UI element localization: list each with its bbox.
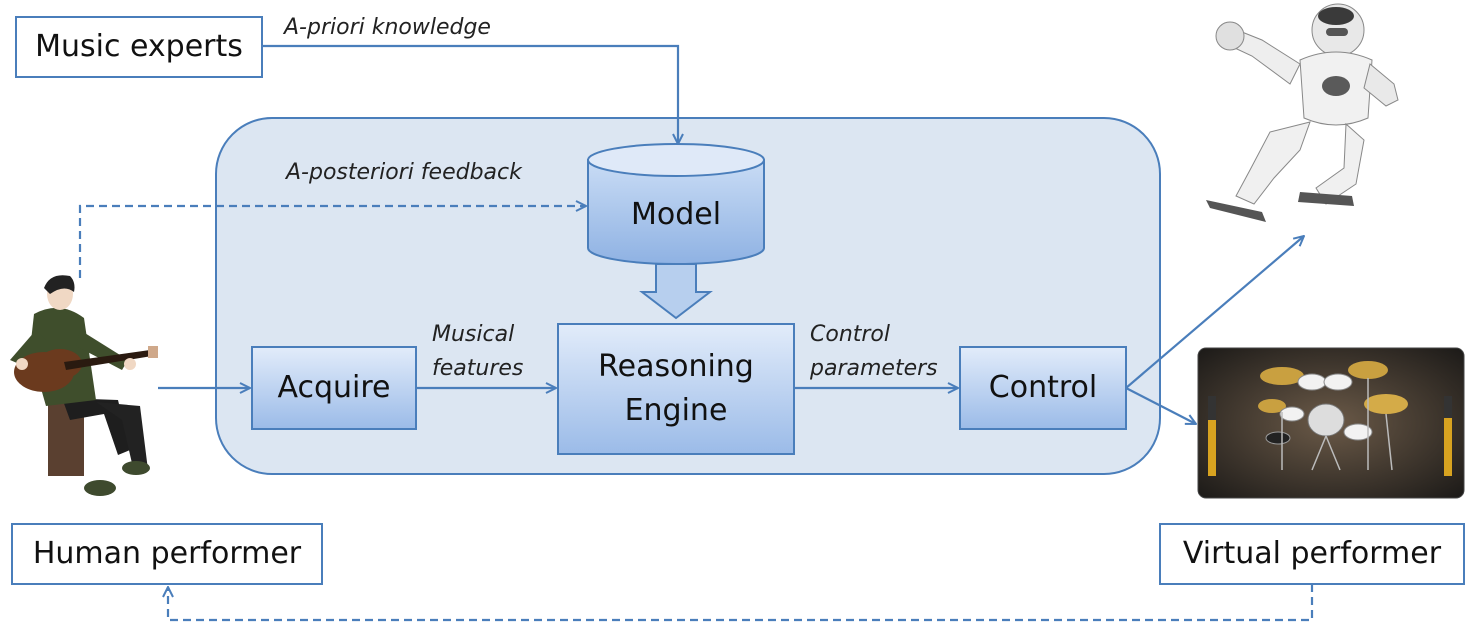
virtual-performer-label: Virtual performer <box>1182 536 1442 571</box>
virtual-to-human-feedback-arrow <box>168 584 1314 622</box>
acquire-label: Acquire <box>277 370 391 405</box>
model-to-engine-block-arrow <box>639 263 713 320</box>
control-to-drums-arrow <box>1125 387 1196 424</box>
reasoning-engine-box <box>557 323 795 455</box>
acquire-box <box>251 346 417 430</box>
control-label: Control <box>988 370 1098 405</box>
control-to-robot-arrow <box>1125 236 1304 389</box>
human-performer-label: Human performer <box>32 536 302 571</box>
musical-features-label-line1: Musical <box>432 322 515 347</box>
guitarist-illustration <box>10 275 158 496</box>
a-posteriori-label: A-posteriori feedback <box>286 160 522 185</box>
reasoning-engine-label-line1: Reasoning <box>598 349 754 384</box>
a-priori-arrow <box>262 44 678 144</box>
a-posteriori-arrow <box>78 206 586 278</box>
model-cylinder <box>587 143 765 265</box>
control-parameters-label-line1: Control <box>810 322 891 347</box>
drum-kit-illustration <box>1197 347 1465 499</box>
music-experts-label: Music experts <box>35 29 243 64</box>
musical-features-label-line2: features <box>432 356 524 381</box>
human-performer-box <box>11 523 323 585</box>
model-label: Model <box>630 197 722 232</box>
a-priori-label: A-priori knowledge <box>284 15 491 40</box>
control-box <box>959 346 1127 430</box>
virtual-performer-box <box>1159 523 1465 585</box>
control-parameters-label-line2: parameters <box>810 356 938 381</box>
reasoning-engine-label: Reasoning Engine <box>558 324 794 454</box>
control-parameters-label: Control parameters <box>810 318 938 386</box>
reasoning-engine-label-line2: Engine <box>624 393 728 428</box>
robot-illustration <box>1206 3 1399 222</box>
music-experts-box <box>15 16 263 78</box>
musical-features-label: Musical features <box>432 318 523 386</box>
